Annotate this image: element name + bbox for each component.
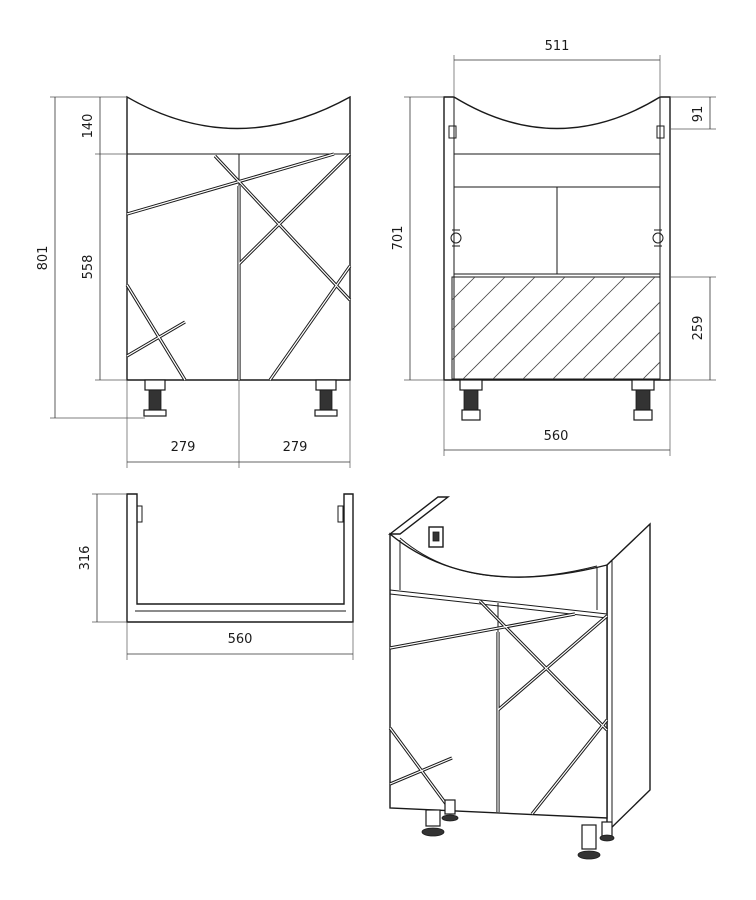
iso-decor-grooves bbox=[388, 599, 609, 815]
iso-right-side-panel bbox=[606, 522, 651, 834]
plan-view: 316 560 bbox=[78, 493, 354, 660]
back-leg-right bbox=[631, 379, 655, 421]
dim-front-height-total: 801 bbox=[36, 246, 51, 271]
iso-leg-back-left bbox=[441, 799, 459, 822]
dim-back-width: 560 bbox=[544, 429, 569, 444]
plan-bracket-left bbox=[136, 505, 143, 523]
front-leg-right bbox=[314, 379, 338, 417]
plan-cabinet-outline bbox=[126, 493, 354, 623]
iso-leg-back-right bbox=[599, 821, 615, 842]
back-view: 511 91 701 259 560 bbox=[391, 39, 716, 456]
dim-back-top-width: 511 bbox=[545, 39, 570, 54]
iso-top-rail bbox=[389, 589, 608, 615]
dim-front-door-height: 558 bbox=[81, 255, 96, 280]
front-decor-grooves bbox=[125, 152, 352, 381]
iso-leg-front-left bbox=[421, 809, 445, 837]
dim-plan-width: 560 bbox=[228, 632, 253, 647]
back-lower-panel bbox=[451, 276, 661, 380]
front-leg-left bbox=[143, 379, 167, 417]
dim-front-top-height: 140 bbox=[81, 114, 96, 139]
dim-back-lower-height: 259 bbox=[691, 316, 706, 341]
back-hinge-right bbox=[652, 229, 664, 247]
back-hanger-left bbox=[448, 125, 457, 139]
dim-front-door-width-right: 279 bbox=[283, 440, 308, 455]
plan-bracket-right bbox=[337, 505, 344, 523]
iso-leg-front-right bbox=[577, 824, 601, 860]
iso-left-back-panel bbox=[387, 496, 451, 535]
back-hinge-left bbox=[450, 229, 462, 247]
dim-front-door-width-left: 279 bbox=[171, 440, 196, 455]
back-hanger-right bbox=[656, 125, 665, 139]
front-view: 801 140 558 279 279 bbox=[36, 95, 352, 468]
isometric-view bbox=[387, 496, 651, 860]
dim-plan-depth: 316 bbox=[78, 546, 93, 571]
back-hatch-pattern bbox=[452, 277, 660, 379]
dim-back-inner-height: 701 bbox=[391, 226, 406, 251]
back-leg-left bbox=[459, 379, 483, 421]
dim-back-top-height: 91 bbox=[691, 106, 706, 123]
